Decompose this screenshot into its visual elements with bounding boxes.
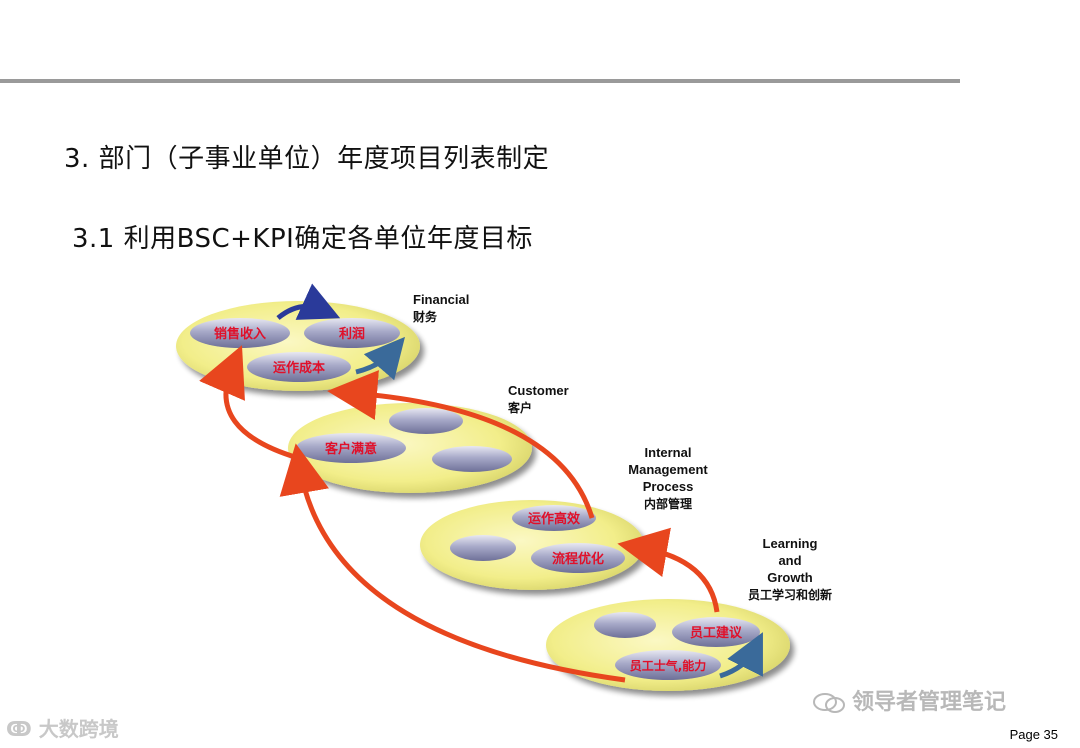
internal-label-en-2: Management [628, 462, 708, 477]
header-divider [0, 79, 960, 83]
pill-operating-cost: 运作成本 [247, 352, 351, 382]
svg-text:员工建议: 员工建议 [690, 625, 743, 641]
learning-label-cn: 员工学习和创新 [748, 587, 832, 602]
pill-efficient-operation: 运作高效 [512, 505, 596, 531]
arrow-internal-to-financial [327, 370, 595, 519]
pill-customer-empty-1 [389, 408, 463, 434]
pill-employee-suggestion: 员工建议 [672, 617, 760, 647]
learning-label-en-3: Growth [767, 570, 813, 585]
svg-text:运作成本: 运作成本 [273, 360, 325, 376]
financial-label-cn: 财务 [412, 309, 438, 324]
page-subtitle: 3.1 利用BSC+KPI确定各单位年度目标 [72, 224, 533, 254]
internal-label-cn: 内部管理 [644, 496, 692, 511]
financial-top-arrow [276, 283, 341, 320]
arrow-learning-to-internal [617, 527, 720, 613]
pill-profit: 利润 [304, 318, 400, 348]
customer-label-cn: 客户 [507, 400, 532, 415]
pill-process-optimization: 流程优化 [531, 543, 625, 573]
pill-internal-empty [450, 535, 516, 561]
svg-text:员工士气,能力: 员工士气,能力 [630, 658, 707, 673]
arrow-customer-to-financial [199, 345, 299, 461]
learning-right-arrow [719, 632, 763, 679]
watermark-left-logo: ↂ [6, 717, 39, 741]
pill-customer-satisfaction: 客户满意 [296, 433, 406, 463]
learning-label-en-2: and [778, 553, 801, 568]
watermark-right: 领导者管理笔记 [812, 684, 1006, 716]
pill-learning-empty [594, 612, 656, 638]
page-title: 3. 部门（子事业单位）年度项目列表制定 [64, 144, 550, 174]
svg-text:流程优化: 流程优化 [552, 551, 604, 567]
svg-text:利润: 利润 [339, 326, 365, 342]
svg-text:客户满意: 客户满意 [325, 441, 377, 457]
svg-text:运作高效: 运作高效 [528, 511, 581, 527]
internal-label-en-1: Internal [645, 445, 692, 460]
pill-customer-empty-2 [432, 446, 512, 472]
page-number: Page 35 [1009, 727, 1058, 742]
learning-label-en-1: Learning [763, 536, 818, 551]
customer-label-en: Customer [508, 383, 569, 398]
wechat-icon [813, 693, 845, 713]
arrow-learning-to-customer [279, 443, 626, 683]
pill-sales-revenue: 销售收入 [190, 318, 290, 348]
watermark-left: ↂ 大数跨境 [6, 717, 119, 741]
pill-employee-morale: 员工士气,能力 [615, 650, 721, 680]
svg-text:销售收入: 销售收入 [214, 326, 266, 342]
internal-label-en-3: Process [643, 479, 694, 494]
financial-label-en: Financial [413, 292, 469, 307]
